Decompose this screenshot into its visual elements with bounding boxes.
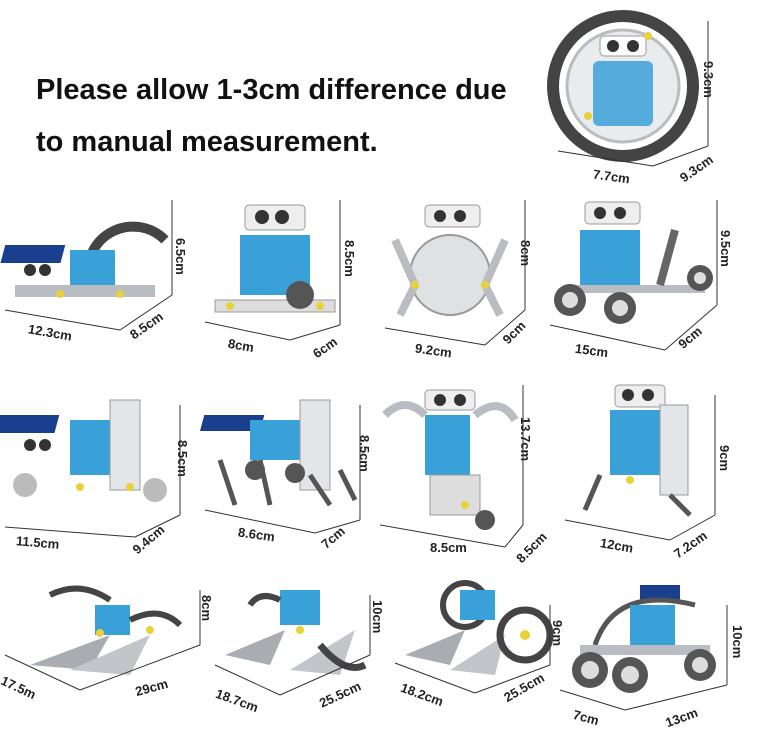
robot-cell-2: 8.5cm 8cm 6cm [200, 190, 370, 361]
robot-cell-10: 10cm 18.7cm 25.5cm [210, 575, 390, 746]
robot-cell-6: 8.5cm 8.6cm 7cm [199, 375, 375, 555]
measurement-notice: Please allow 1-3cm difference due to man… [36, 64, 536, 168]
dimension-lines [564, 395, 716, 541]
robot-cell-8: 9cm 12cm 7.2cm [560, 375, 764, 561]
dimension-lines [4, 200, 173, 331]
dimension-lines [214, 595, 371, 696]
robot-image-12 [572, 585, 716, 693]
robot-image-11 [405, 580, 554, 675]
robot-cell-1: 6.5cm 12.3cm 8.5cm [0, 190, 190, 350]
dimension-lines [394, 605, 551, 694]
dimension-lines [204, 405, 361, 534]
robot-image-9 [30, 585, 183, 675]
dimension-lines [549, 200, 718, 351]
robot-image-7 [382, 389, 519, 530]
robot-image-1 [0, 221, 169, 298]
dim-width: 8.5cm [430, 540, 467, 555]
robot-image-2 [214, 204, 336, 313]
robot-image-5 [0, 399, 167, 502]
notice-line-1: Please allow 1-3cm difference due [36, 74, 507, 106]
robot-image-10 [225, 590, 367, 675]
dimension-lines [557, 21, 709, 167]
robot-image-rolling [547, 10, 699, 162]
dimension-lines [384, 200, 526, 346]
robot-image-8 [582, 384, 692, 517]
robot-image-4 [554, 201, 713, 324]
notice-line-2: to manual measurement. [36, 126, 378, 158]
robot-cell-0: 9.3cm 7.7cm 9.3cm [538, 6, 764, 190]
robot-cell-5: 8.5cm 11.5cm 9.4cm [0, 375, 195, 557]
dimension-lines [204, 200, 341, 341]
robot-image-6 [199, 399, 358, 507]
robot-cell-9: 8cm 17.5m 29cm [0, 575, 225, 746]
dimension-lines [559, 605, 728, 711]
robot-image-3 [391, 204, 509, 317]
robot-cell-11: 9cm 18.2cm 25.5cm [390, 575, 570, 746]
dimension-lines [379, 385, 524, 548]
robot-cell-7: 13.7cm 8.5cm 8.5cm [375, 375, 550, 566]
dimension-lines [4, 590, 201, 691]
dimension-lines [4, 405, 181, 538]
robot-cell-4: 9.5cm 15cm 9cm [545, 190, 764, 365]
robot-cell-12: 10cm 7cm 13cm [555, 575, 764, 746]
robot-cell-3: 8cm 9.2cm 9cm [375, 190, 545, 360]
